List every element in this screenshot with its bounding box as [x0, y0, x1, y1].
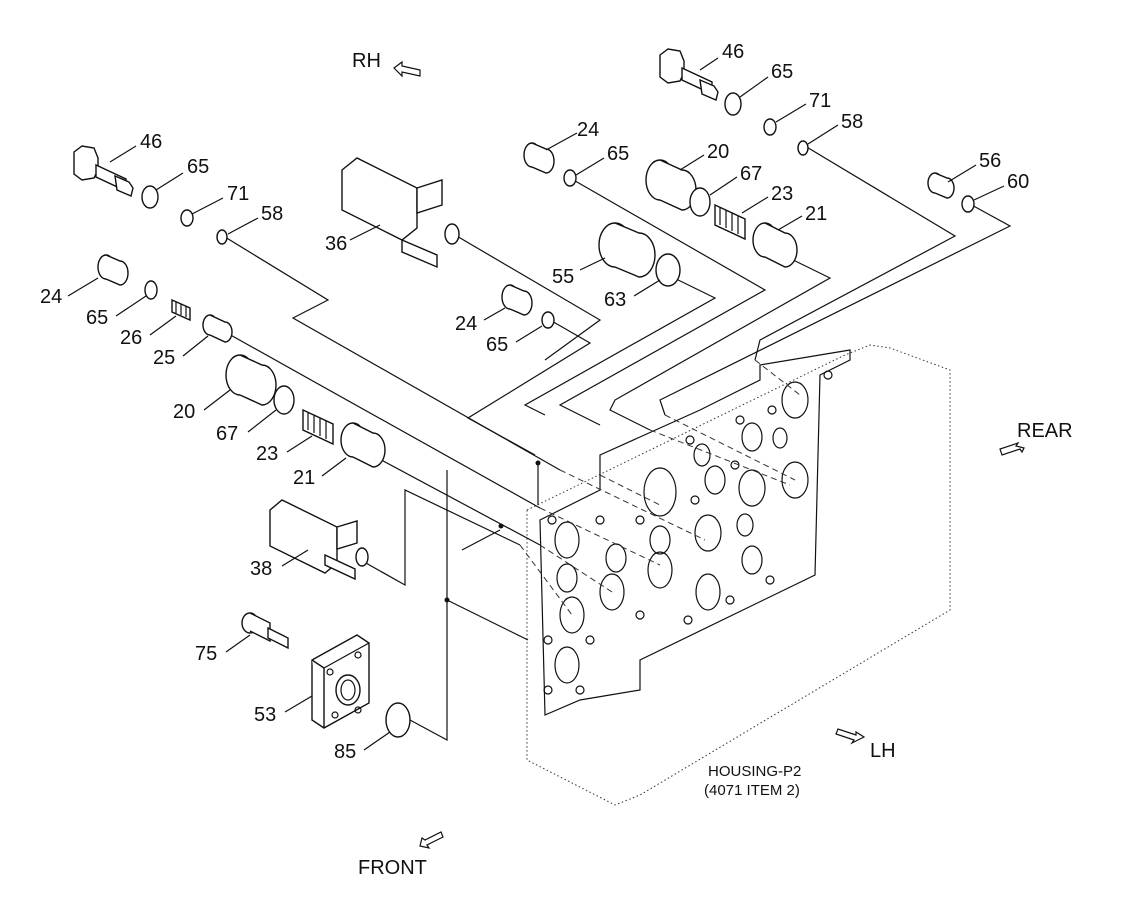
callout-24: 24: [40, 286, 62, 308]
callout-24: 24: [455, 313, 477, 335]
callout-67: 67: [740, 163, 762, 185]
part-21-spool-upper: [752, 222, 798, 268]
part-24-plug-left: [97, 254, 129, 286]
callout-23: 23: [256, 443, 278, 465]
housing-item-label: (4071 ITEM 2): [704, 782, 800, 799]
housing-body: [526, 344, 951, 806]
part-38-solenoid: [269, 499, 369, 581]
callout-21: 21: [293, 467, 315, 489]
arrow-rh-icon: [393, 60, 421, 78]
callout-58: 58: [261, 203, 283, 225]
part-55-plug: [598, 222, 656, 278]
part-65-oring-mid: [563, 169, 577, 187]
part-20-plug-upper: [645, 159, 697, 211]
part-53-flange: [311, 634, 370, 729]
arrow-front-icon: [419, 831, 444, 849]
label-front: FRONT: [358, 857, 427, 879]
part-46-plug-left: [73, 145, 134, 197]
label-rh: RH: [352, 50, 381, 72]
callout-71: 71: [227, 183, 249, 205]
callout-leaders: [67, 57, 1005, 751]
callout-25: 25: [153, 347, 175, 369]
callout-75: 75: [195, 643, 217, 665]
callout-55: 55: [552, 266, 574, 288]
callout-23: 23: [771, 183, 793, 205]
part-36-solenoid: [341, 157, 460, 269]
part-75-bolt: [241, 612, 289, 650]
arrow-lh-icon: [835, 728, 866, 745]
part-23-spring-lower: [302, 408, 334, 446]
part-85-oring: [385, 702, 411, 738]
callout-67: 67: [216, 423, 238, 445]
part-65-oring-upper: [724, 92, 742, 116]
callout-24: 24: [577, 119, 599, 141]
callout-46: 46: [140, 131, 162, 153]
housing-label: HOUSING-P2: [708, 763, 801, 780]
arrow-rear-icon: [999, 441, 1025, 456]
callout-71: 71: [809, 90, 831, 112]
assembly-lines: [217, 145, 1012, 742]
callout-65: 65: [771, 61, 793, 83]
part-65-oring-left: [141, 185, 159, 209]
callout-58: 58: [841, 111, 863, 133]
callout-20: 20: [707, 141, 729, 163]
part-65-oring-left2: [144, 280, 158, 300]
callout-65: 65: [86, 307, 108, 329]
part-71-ring-upper: [763, 118, 777, 136]
part-67-oring-lower: [273, 385, 295, 415]
callout-65: 65: [607, 143, 629, 165]
callout-36: 36: [325, 233, 347, 255]
part-26-spring: [171, 298, 191, 322]
part-20-plug-lower: [225, 354, 277, 406]
callout-21: 21: [805, 203, 827, 225]
callout-53: 53: [254, 704, 276, 726]
part-58-ring-upper: [797, 140, 809, 156]
part-21-spool-lower: [340, 422, 386, 468]
part-46-plug-upper: [659, 48, 719, 101]
part-56-plug: [927, 172, 955, 199]
callout-85: 85: [334, 741, 356, 763]
callout-63: 63: [604, 289, 626, 311]
part-71-ring-left: [180, 209, 194, 227]
callout-46: 46: [722, 41, 744, 63]
part-25-plug: [202, 314, 233, 343]
part-23-spring-upper: [714, 203, 746, 241]
callout-56: 56: [979, 150, 1001, 172]
part-58-ring-left: [216, 229, 228, 245]
label-lh: LH: [870, 740, 896, 762]
callout-20: 20: [173, 401, 195, 423]
part-24-plug-mid: [501, 284, 533, 316]
part-60-ring: [961, 195, 975, 213]
part-24-plug-upper: [523, 142, 555, 174]
part-67-oring-upper: [689, 187, 711, 217]
part-65-oring-mid2: [541, 311, 555, 329]
callout-60: 60: [1007, 171, 1029, 193]
callout-65: 65: [187, 156, 209, 178]
callout-numbers: 46 65 71 58 24 65 20 67 23 21 56 60 46 6…: [40, 41, 1029, 763]
callout-26: 26: [120, 327, 142, 349]
callout-65: 65: [486, 334, 508, 356]
housing-bores: [543, 370, 833, 695]
label-rear: REAR: [1017, 420, 1073, 442]
callout-38: 38: [250, 558, 272, 580]
part-63-oring: [655, 253, 681, 287]
